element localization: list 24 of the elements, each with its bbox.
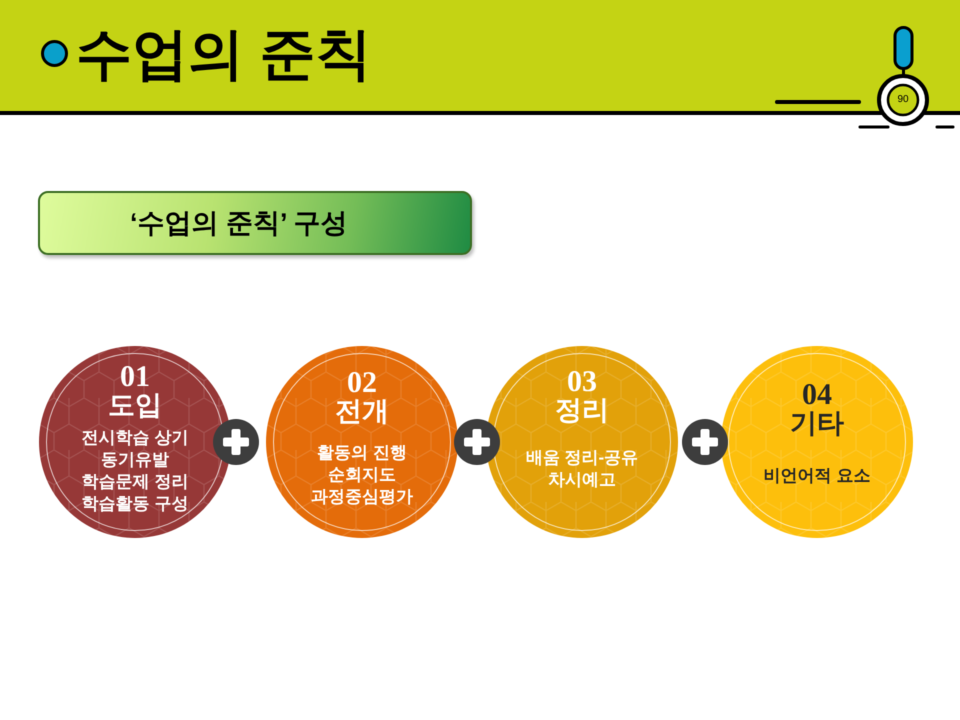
step-number: 01 [120, 362, 150, 392]
step-description: 활동의 진행 [317, 442, 407, 464]
section-heading: ‘수업의 준칙’ 구성 [130, 210, 348, 236]
step-number: 04 [802, 380, 832, 410]
step-circle [266, 346, 458, 538]
step-title: 도입 [108, 392, 162, 419]
step-description: 학습문제 정리 [82, 471, 188, 493]
section-heading-bar [38, 191, 472, 255]
step-description: 비언어적 요소 [764, 465, 870, 487]
step-description: 차시예고 [548, 469, 616, 491]
step-number: 02 [347, 368, 377, 398]
step-circle [721, 346, 913, 538]
step-title: 기타 [790, 410, 844, 437]
step-description: 순회지도 [328, 464, 396, 486]
step-number: 03 [567, 367, 597, 397]
step-title: 전개 [335, 398, 389, 425]
page-title: 수업의 준칙 [76, 22, 372, 86]
step-description: 동기유발 [101, 449, 169, 471]
step-description: 배움 정리-공유 [526, 447, 638, 469]
step-title: 정리 [555, 397, 609, 424]
page-number: 90 [896, 93, 910, 107]
step-description: 과정중심평가 [311, 486, 413, 508]
step-description: 전시학습 상기 [82, 427, 188, 449]
step-description: 학습활동 구성 [82, 493, 188, 515]
